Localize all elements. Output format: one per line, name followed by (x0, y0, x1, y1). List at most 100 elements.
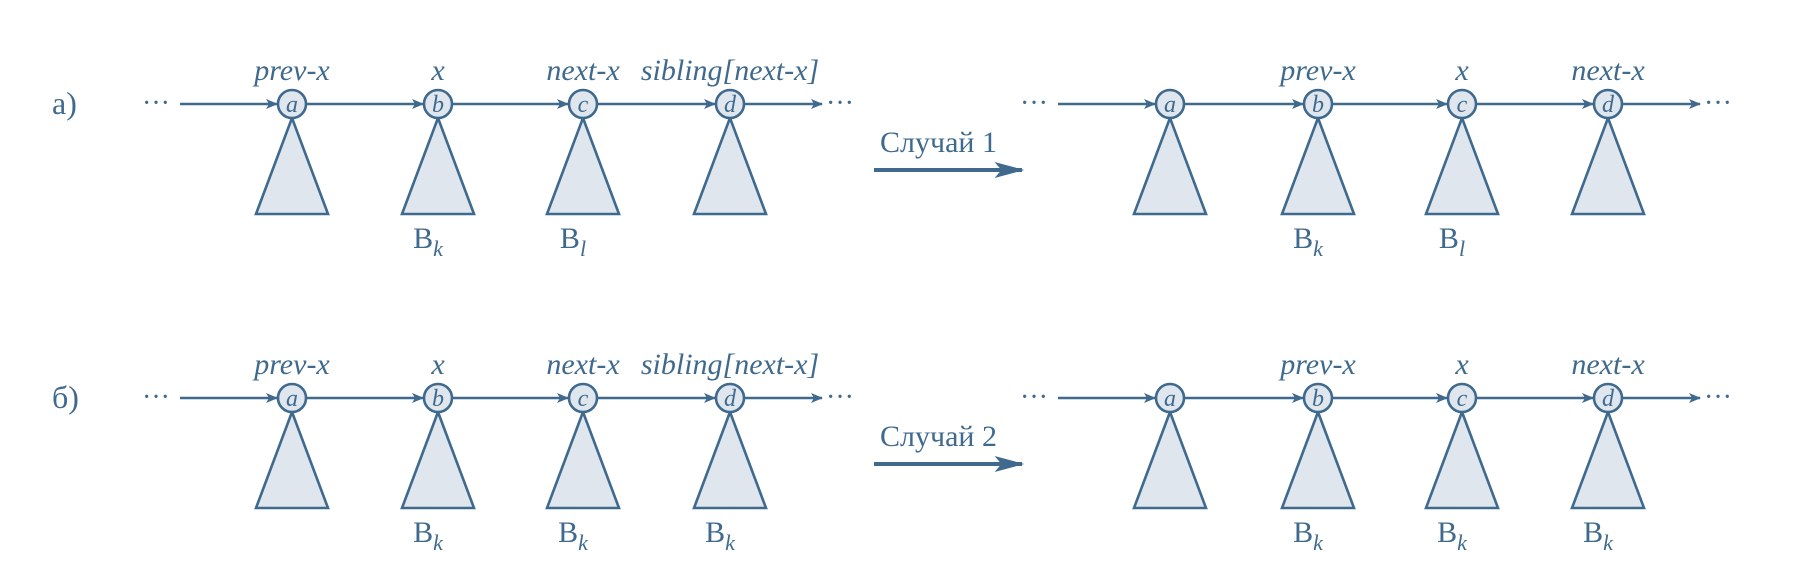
subtree-triangle (254, 114, 330, 216)
node-key: a (1164, 386, 1176, 412)
tree-node: b prev-xBk (1278, 54, 1356, 261)
node-key: a (1164, 92, 1176, 118)
node-key: c (1457, 386, 1468, 412)
node-key: d (1602, 386, 1615, 412)
row-a: a)······aprev-xbxBkcnext-xBldsibling[nex… (52, 54, 1732, 261)
subtree-triangle (400, 114, 476, 216)
order-label: Bl (1439, 222, 1465, 261)
pointer-label: sibling[next-x] (641, 54, 819, 87)
subtree-triangle (692, 408, 768, 510)
case-label: Случай 1 (880, 126, 997, 159)
node-key: b (1312, 386, 1324, 412)
ellipsis-left: ··· (142, 88, 170, 119)
order-label: Bk (413, 222, 444, 261)
order-label: Bk (558, 516, 589, 555)
ellipsis-left: ··· (142, 382, 170, 413)
case-transition: Случай 1 (874, 126, 1025, 178)
node-key: d (724, 386, 737, 412)
subtree-triangle (1132, 114, 1208, 216)
tree-node: d sibling[next-x] Bk (641, 348, 819, 555)
subtree-triangle (1424, 408, 1500, 510)
tree-node: a prev-x (252, 348, 330, 510)
subtree-triangle (1570, 408, 1646, 510)
row-label: б) (52, 379, 79, 415)
subtree-triangle (692, 114, 768, 216)
order-label: Bk (413, 516, 444, 555)
subtree-triangle (1280, 114, 1356, 216)
tree-node: c next-xBk (545, 348, 621, 555)
node-circle (714, 88, 746, 120)
tree-node: d next-x (1570, 54, 1646, 216)
pointer-label: x (430, 54, 445, 87)
subtree-triangle (1424, 114, 1500, 216)
ellipsis-right: ··· (1704, 88, 1732, 119)
order-label: Bk (1293, 222, 1324, 261)
pointer-label: prev-x (1278, 348, 1356, 381)
row-b: б)······aprev-xbxBkcnext-xBkdsibling[nex… (52, 348, 1732, 555)
node-circle (276, 382, 308, 414)
node-circle (567, 88, 599, 120)
node-key: b (432, 386, 444, 412)
node-circle (422, 88, 454, 120)
node-key: a (286, 386, 298, 412)
pointer-label: prev-x (252, 348, 330, 381)
ellipsis-left: ··· (1020, 88, 1048, 119)
tree-node: d sibling[next-x] (641, 54, 819, 216)
case-transition: Случай 2 (874, 420, 1025, 472)
pointer-label: prev-x (1278, 54, 1356, 87)
tree-node: a (1132, 382, 1208, 510)
pointer-label: prev-x (252, 54, 330, 87)
tree-node: d next-xBk (1570, 348, 1646, 555)
node-circle (1154, 88, 1186, 120)
node-circle (1592, 382, 1624, 414)
pointer-label: sibling[next-x] (641, 348, 819, 381)
pointer-label: x (1454, 54, 1469, 87)
node-key: d (1602, 92, 1615, 118)
before-list: ······aprev-xbxBkcnext-xBldsibling[next-… (142, 54, 854, 261)
subtree-triangle (254, 408, 330, 510)
pointer-label: next-x (1571, 54, 1645, 87)
subtree-triangle (1570, 114, 1646, 216)
subtree-triangle (545, 114, 621, 216)
node-circle (567, 382, 599, 414)
ellipsis-left: ··· (1020, 382, 1048, 413)
node-key: c (578, 386, 589, 412)
pointer-label: next-x (1571, 348, 1645, 381)
subtree-triangle (545, 408, 621, 510)
node-key: c (1457, 92, 1468, 118)
ellipsis-right: ··· (826, 88, 854, 119)
node-key: b (1312, 92, 1324, 118)
node-circle (1446, 88, 1478, 120)
subtree-triangle (400, 408, 476, 510)
row-label: a) (52, 85, 77, 121)
node-circle (422, 382, 454, 414)
pointer-label: next-x (546, 348, 620, 381)
tree-node: a (1132, 88, 1208, 216)
pointer-label: x (430, 348, 445, 381)
case-label: Случай 2 (880, 420, 997, 453)
node-circle (1592, 88, 1624, 120)
ellipsis-right: ··· (826, 382, 854, 413)
node-key: d (724, 92, 737, 118)
order-label: Bk (705, 516, 736, 555)
order-label: Bk (1583, 516, 1614, 555)
subtree-triangle (1132, 408, 1208, 510)
pointer-label: x (1454, 348, 1469, 381)
pointer-label: next-x (546, 54, 620, 87)
node-key: b (432, 92, 444, 118)
node-circle (276, 88, 308, 120)
order-label: Bl (560, 222, 586, 261)
ellipsis-right: ··· (1704, 382, 1732, 413)
node-circle (1302, 88, 1334, 120)
node-circle (1302, 382, 1334, 414)
node-circle (1446, 382, 1478, 414)
